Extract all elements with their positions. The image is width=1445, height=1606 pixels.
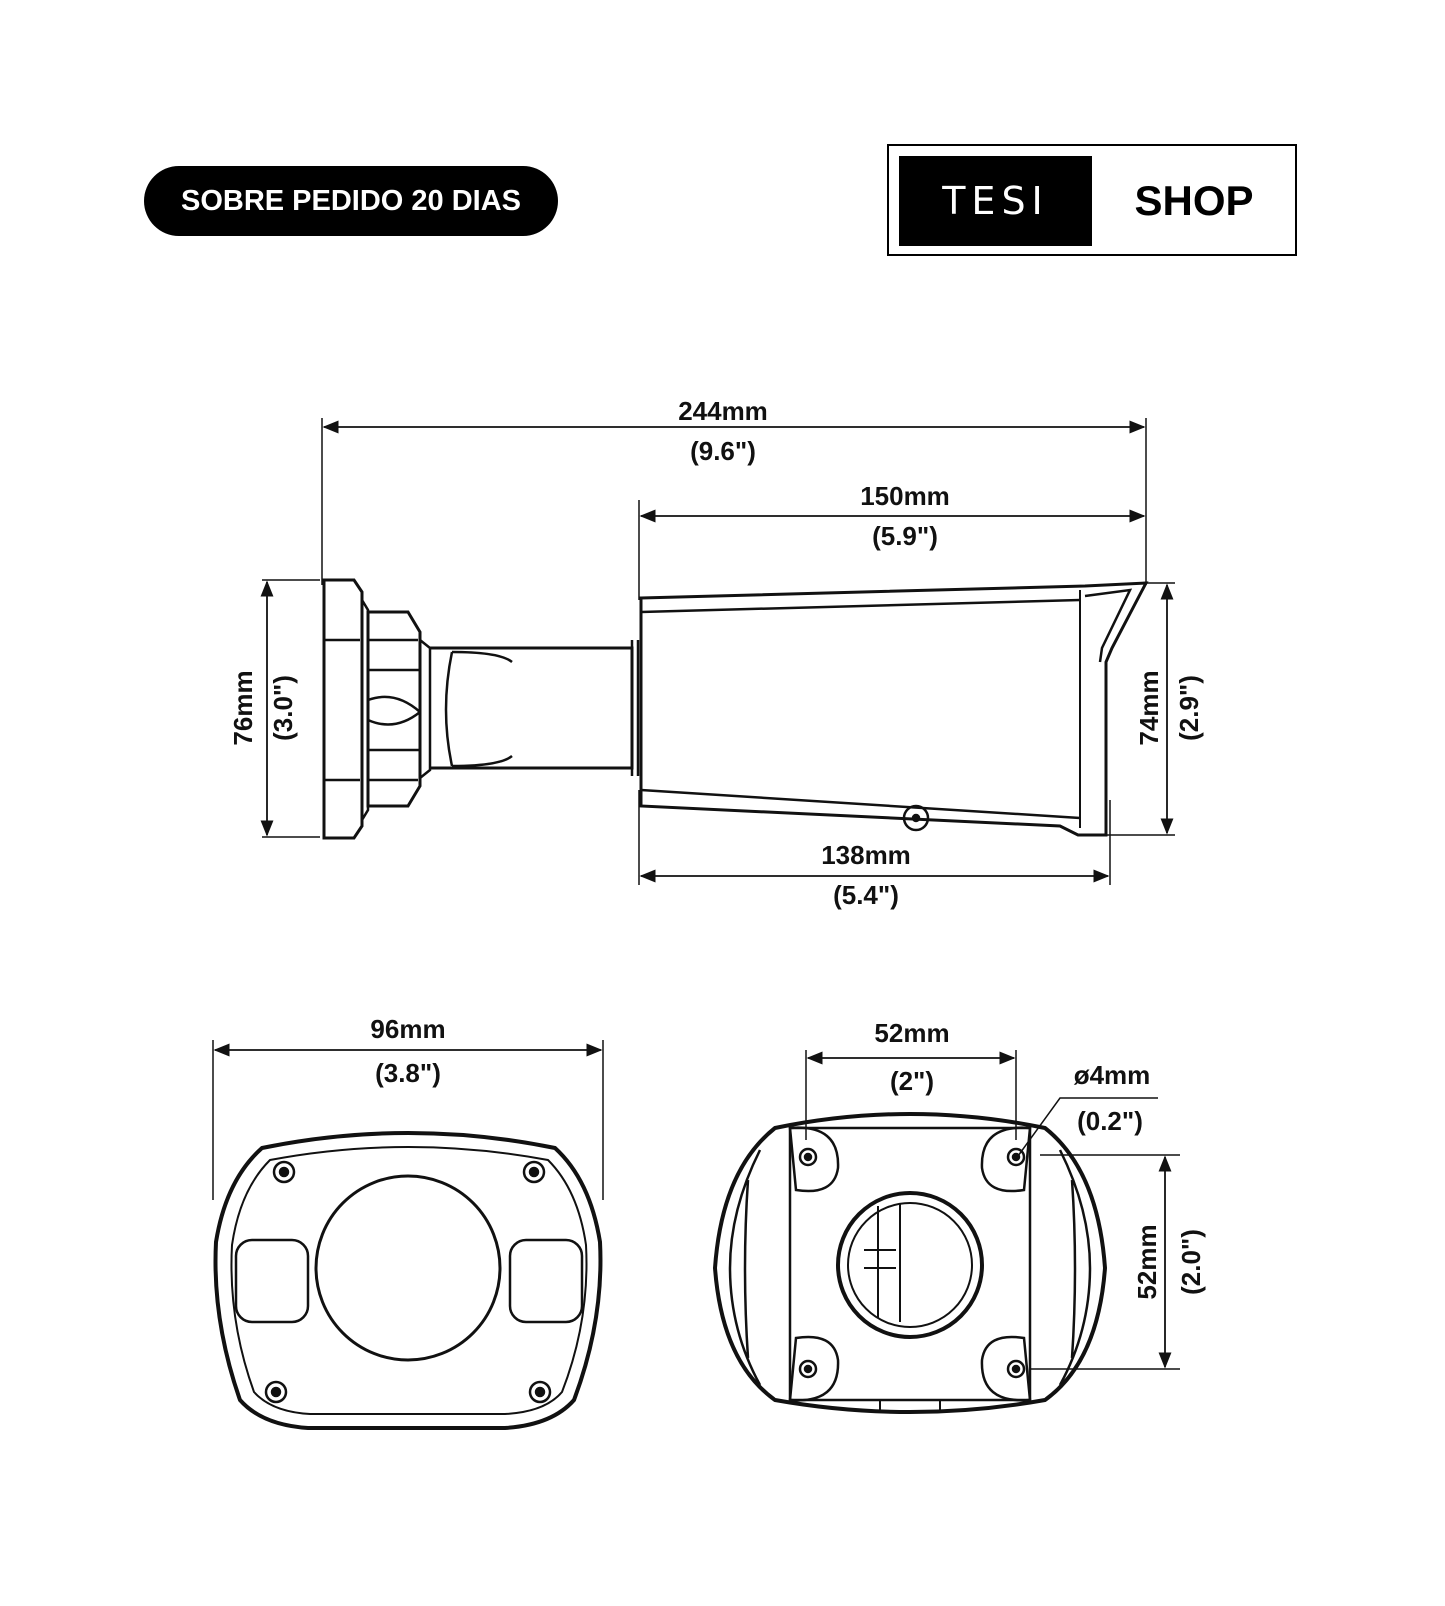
dim-52-v-mm: 52mm [1132, 1224, 1162, 1299]
dim-138-inch: (5.4") [833, 880, 899, 910]
logo-right-text: SHOP [1134, 177, 1254, 224]
dim-244-inch: (9.6") [690, 436, 756, 466]
availability-badge-text: SOBRE PEDIDO 20 DIAS [180, 184, 522, 217]
dim-74-inch: (2.9") [1174, 675, 1204, 741]
dim-150-inch: (5.9") [872, 521, 938, 551]
tesi-shop-logo: TESI SHOP [887, 144, 1297, 256]
rear-view [712, 1050, 1180, 1414]
dim-150-mm: 150mm [860, 481, 950, 511]
dim-hole-diameter-mm: ø4mm [1074, 1060, 1151, 1090]
dim-138-mm: 138mm [821, 840, 911, 870]
dim-74-mm: 74mm [1134, 670, 1164, 745]
dim-244-mm: 244mm [678, 396, 768, 426]
dim-52-h-mm: 52mm [874, 1018, 949, 1048]
front-view [212, 1040, 604, 1430]
dim-76-inch: (3.0") [268, 675, 298, 741]
dim-76-mm: 76mm [228, 670, 258, 745]
dimension-labels: 244mm (9.6") 150mm (5.9") 138mm (5.4") 7… [228, 396, 1206, 1300]
availability-badge: SOBRE PEDIDO 20 DIAS [144, 166, 558, 236]
dim-hole-diameter-inch: (0.2") [1077, 1106, 1143, 1136]
logo-left-block: TESI [899, 156, 1092, 246]
logo-right-block: SHOP [1094, 156, 1294, 246]
dim-52-h-inch: (2") [890, 1066, 934, 1096]
dim-96-inch: (3.8") [375, 1058, 441, 1088]
dim-96-mm: 96mm [370, 1014, 445, 1044]
dim-52-v-inch: (2.0") [1176, 1229, 1206, 1295]
logo-left-text: TESI [942, 179, 1049, 223]
side-view [260, 418, 1175, 885]
